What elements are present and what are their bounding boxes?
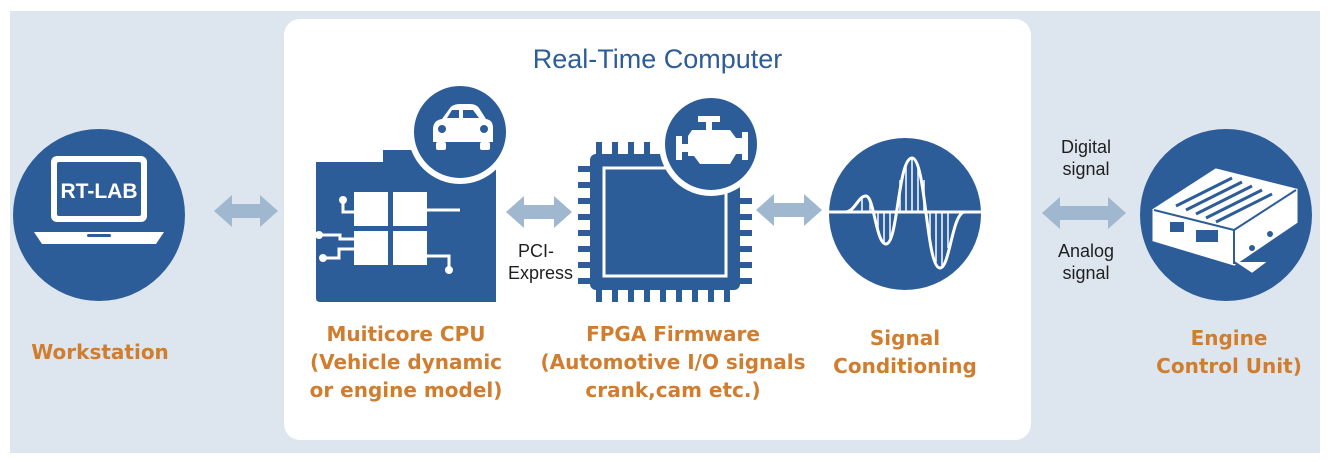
laptop-screen-text: RT-LAB — [61, 180, 138, 203]
car-icon — [433, 104, 493, 150]
cpu-board-icon — [315, 150, 496, 302]
workstation-node: RT-LAB — [13, 129, 185, 301]
sine-wave-icon — [829, 156, 981, 270]
engine-icon — [676, 116, 748, 164]
analog-signal-label: Analog signal — [1057, 241, 1115, 283]
arrow-signal-ecu — [1042, 197, 1126, 229]
arrow-cpu-fpga — [506, 196, 572, 228]
fpga-label: FPGA Firmware (Automotive I/O signals cr… — [540, 322, 806, 402]
ecu-node — [1140, 129, 1312, 301]
digital-signal-label: Digital signal — [1060, 137, 1112, 179]
arrow-fpga-signal — [756, 194, 822, 226]
signal-conditioning-node — [829, 138, 981, 290]
pci-express-label: PCI- Express — [508, 241, 574, 283]
cpu-label: Muiticore CPU (Vehicle dynamic or engine… — [309, 322, 503, 402]
ecu-box-icon — [1152, 168, 1298, 276]
car-badge — [408, 80, 512, 184]
laptop-icon — [34, 156, 164, 244]
ecu-label: Engine Control Unit) — [1156, 326, 1302, 378]
real-time-computer-title: Real-Time Computer — [532, 44, 783, 74]
signal-conditioning-label: Signal Conditioning — [833, 326, 977, 378]
arrow-workstation-cpu — [214, 195, 278, 227]
engine-badge — [659, 92, 763, 196]
workstation-label: Workstation — [31, 340, 169, 364]
